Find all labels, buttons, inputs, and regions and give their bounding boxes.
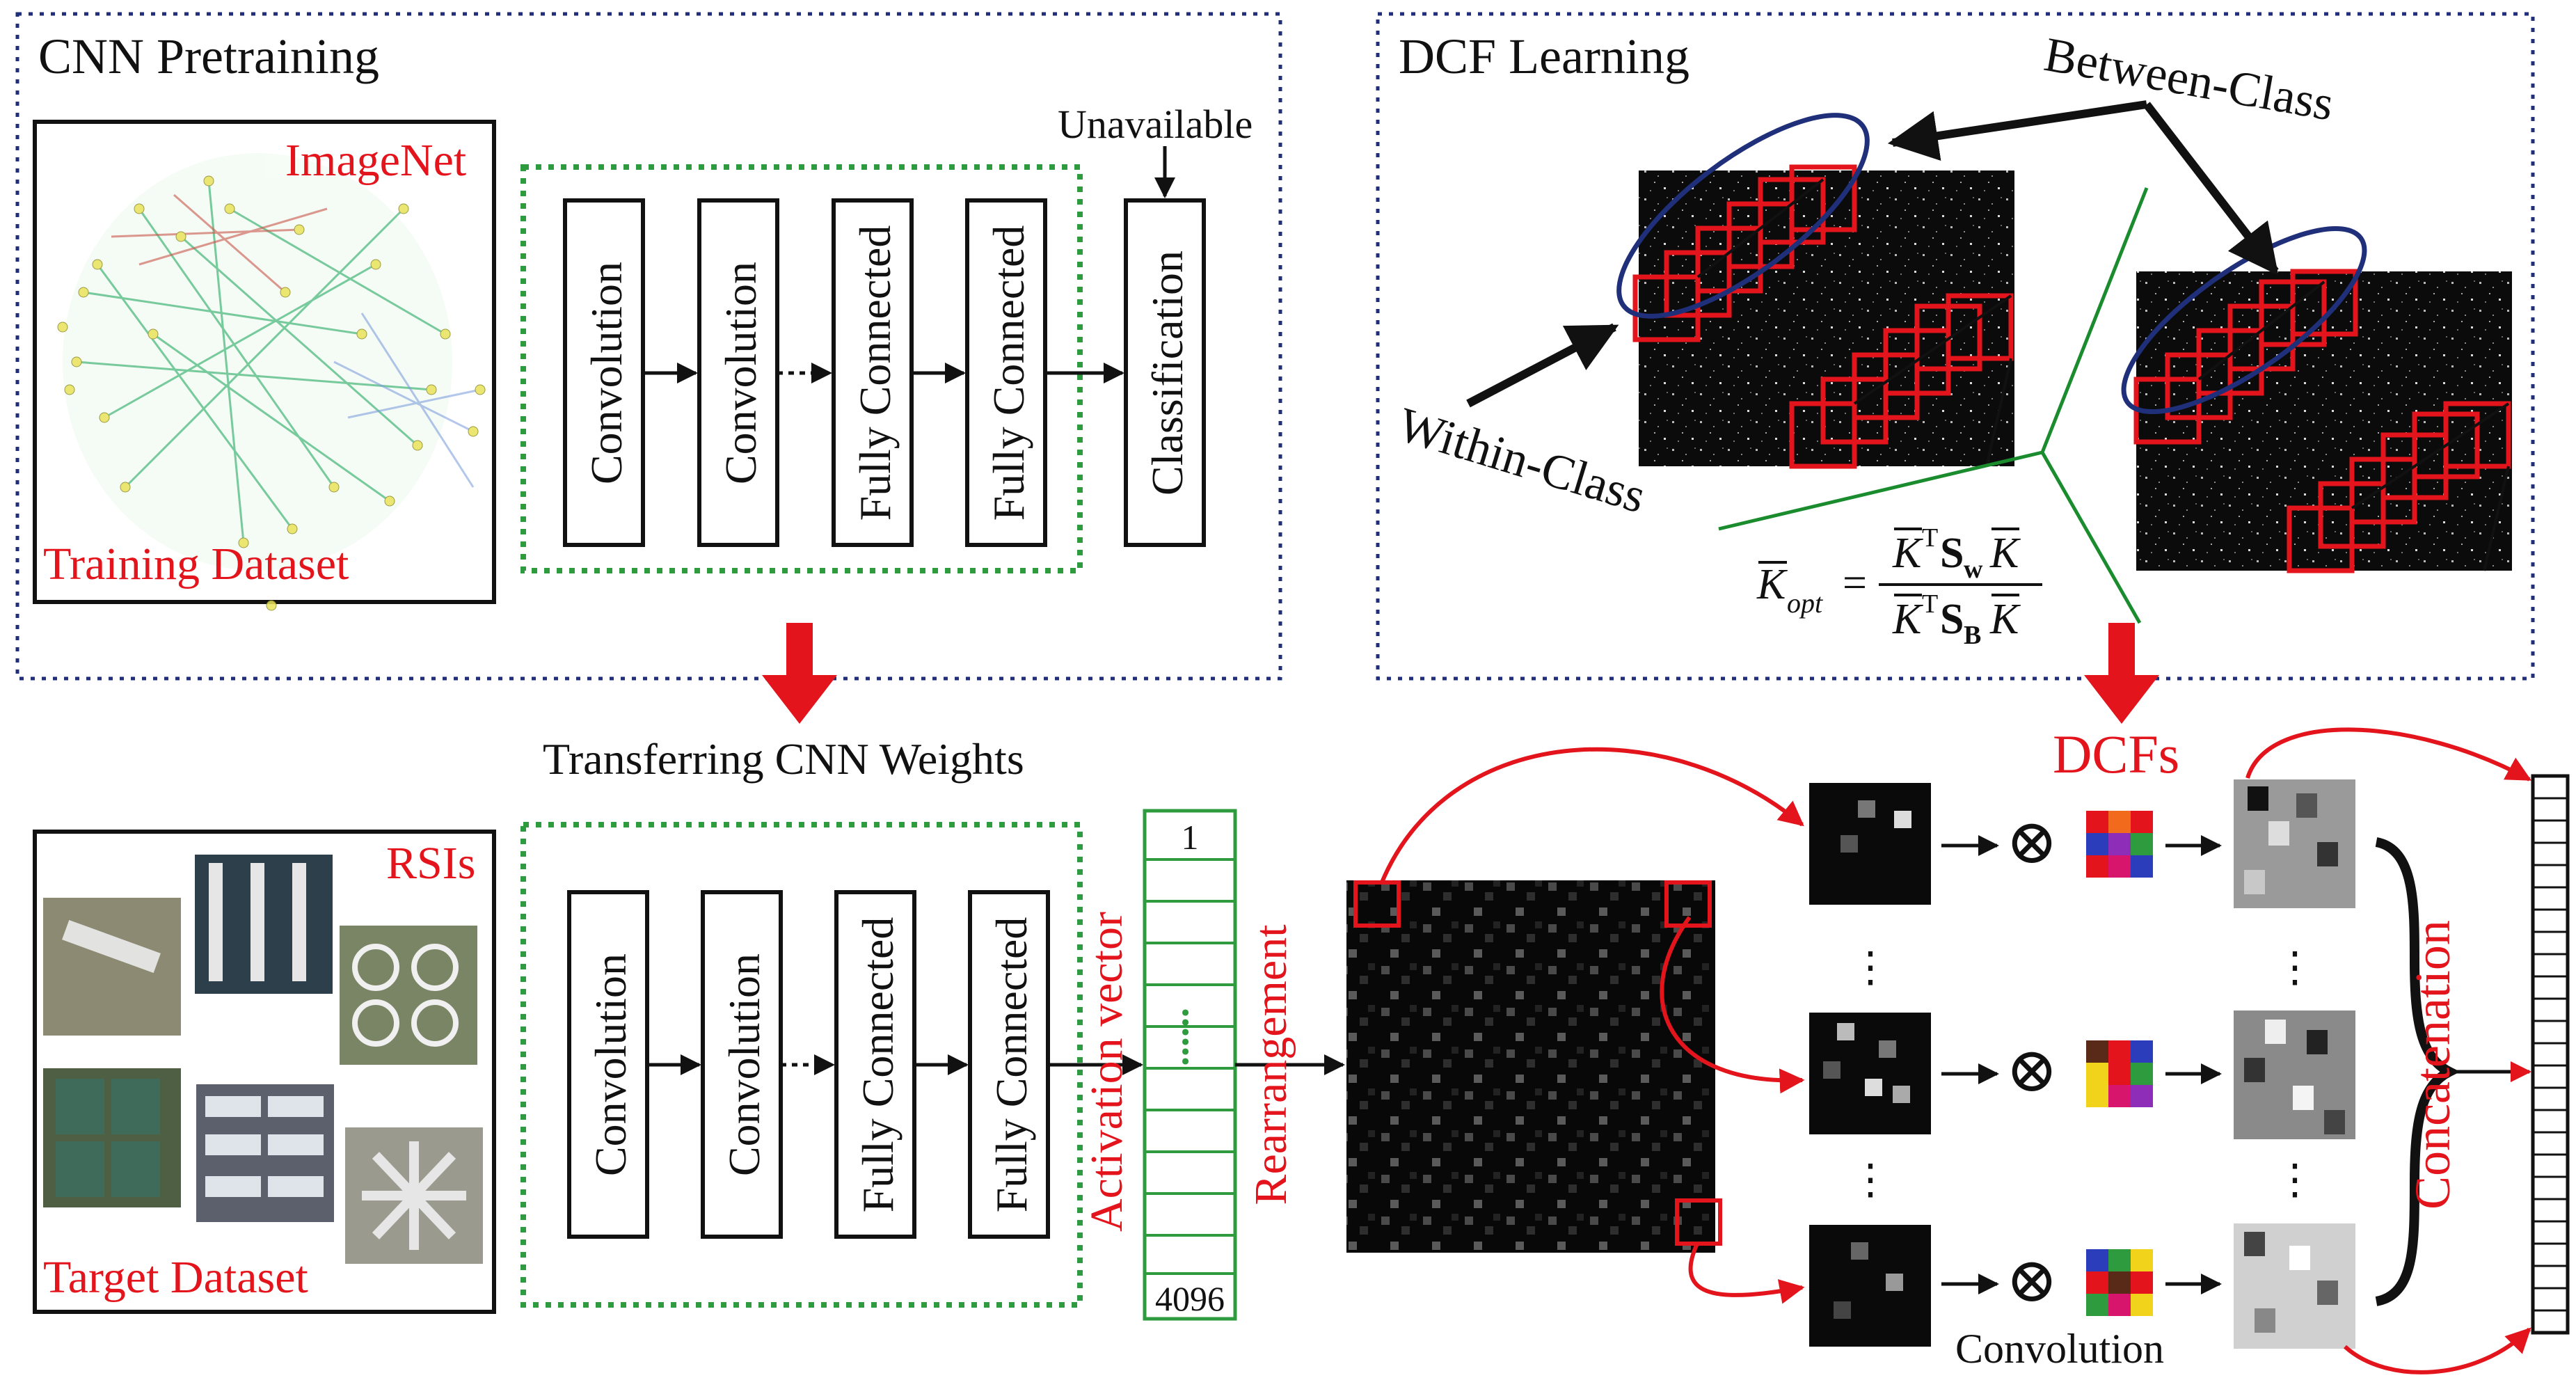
- svg-text:Fully Connected: Fully Connected: [850, 225, 900, 521]
- convolution-label: Convolution: [1955, 1326, 2164, 1372]
- transfer-layer-2: Convolution: [701, 890, 783, 1239]
- svg-text:=: =: [1843, 560, 1867, 607]
- svg-text:T: T: [1922, 589, 1938, 619]
- imagenet-label: ImageNet: [285, 135, 466, 186]
- svg-text:K: K: [1892, 530, 1924, 577]
- svg-text:Fully Connected: Fully Connected: [853, 917, 903, 1213]
- patch-1: [1809, 783, 1931, 905]
- svg-text:Convolution: Convolution: [719, 953, 769, 1176]
- activation-last-index: 4096: [1155, 1279, 1225, 1318]
- rearrangement-label: Rearrangement: [1246, 924, 1296, 1205]
- between-class-arrow-left: [1887, 100, 2147, 161]
- imagenet-box: ImageNet Training Dataset: [33, 120, 496, 611]
- rsis-label: RSIs: [386, 838, 475, 889]
- svg-text:K: K: [1989, 596, 2021, 643]
- dcfs-red-arrow: [2084, 623, 2159, 724]
- pretraining-layers-container: [520, 164, 1083, 573]
- dcf-learning-title: DCF Learning: [1399, 29, 1689, 84]
- vdots-output-2: ⋮: [2274, 1157, 2316, 1203]
- svg-text:w: w: [1964, 555, 1983, 584]
- pretrain-layer-3: Fully Connected: [832, 198, 914, 547]
- within-class-arrow: [1466, 323, 1619, 408]
- conv-output-3: [2234, 1223, 2355, 1349]
- svg-text:Convolution: Convolution: [586, 953, 635, 1176]
- classification-layer: Classification: [1124, 198, 1206, 547]
- transfer-layer-4: Fully Connected: [968, 890, 1050, 1239]
- vdots-patch-2: ⋮: [1850, 1157, 1891, 1203]
- between-class-arrow-right: [2143, 102, 2279, 276]
- svg-text:B: B: [1964, 621, 1981, 650]
- svg-text:Fully Connected: Fully Connected: [984, 225, 1033, 521]
- within-class-label: Within-Class: [1392, 398, 1651, 524]
- transfer-label: Transferring CNN Weights: [543, 734, 1024, 784]
- activation-dots: ......: [1174, 1008, 1217, 1066]
- concat-arrow-top: [2245, 727, 2532, 782]
- patch-arrow-1: [1379, 747, 1804, 885]
- dcf-filter-2: [2086, 1040, 2153, 1107]
- transfer-layers-container: [520, 822, 1083, 1308]
- svg-text:K: K: [1989, 530, 2021, 577]
- svg-text:Fully Connected: Fully Connected: [987, 917, 1036, 1213]
- pretrain-layer-1: Convolution: [563, 198, 645, 547]
- class-separator: [1718, 187, 2149, 624]
- conv-output-2: [2234, 1010, 2355, 1139]
- concat-arrow-bottom: [2343, 1327, 2531, 1374]
- imagenet-network-graphic: [57, 153, 486, 611]
- vdots-patch-1: ⋮: [1850, 944, 1891, 990]
- conv-output-1: [2234, 779, 2355, 908]
- svg-text:Convolution: Convolution: [582, 262, 631, 484]
- svg-text:S: S: [1940, 530, 1964, 577]
- dcf-learning-panel: [1376, 12, 2535, 681]
- activation-vector: 1 ...... 4096: [1143, 809, 1237, 1321]
- within-class-feature-map: [1616, 113, 2014, 469]
- vdots-output-1: ⋮: [2274, 944, 2316, 990]
- final-feature-vector: [2531, 774, 2570, 1335]
- patch-arrow-2: [1660, 916, 1805, 1094]
- pretrain-layer-2: Convolution: [697, 198, 779, 547]
- optimization-formula: K opt = K T S w K K T S B K: [1756, 523, 2042, 650]
- cnn-pretraining-title: CNN Pretraining: [38, 29, 379, 84]
- svg-text:T: T: [1922, 523, 1938, 553]
- svg-text:K: K: [1756, 561, 1788, 608]
- svg-text:S: S: [1940, 596, 1964, 643]
- unavailable-label: Unavailable: [1058, 102, 1253, 147]
- svg-text:opt: opt: [1787, 587, 1823, 619]
- otimes-2: ⊗: [2005, 1036, 2058, 1105]
- dcfs-label: DCFs: [2053, 724, 2179, 784]
- training-dataset-label: Training Dataset: [43, 539, 349, 589]
- svg-text:Convolution: Convolution: [716, 262, 765, 484]
- concatenation-label: Concatenation: [2405, 920, 2460, 1210]
- transfer-layer-1: Convolution: [567, 890, 649, 1239]
- transfer-layer-3: Fully Connected: [834, 890, 916, 1239]
- rsi-thumbnails: [43, 855, 483, 1264]
- cnn-pretraining-panel: [15, 12, 1282, 681]
- patch-arrow-3: [1688, 1241, 1805, 1304]
- target-dataset-label: Target Dataset: [43, 1252, 308, 1303]
- svg-text:Classification: Classification: [1143, 251, 1192, 496]
- otimes-1: ⊗: [2005, 808, 2058, 877]
- rearranged-feature-map: [1346, 880, 1722, 1253]
- svg-text:K: K: [1892, 596, 1924, 643]
- conv-row-1: ⊗: [1941, 808, 2222, 878]
- target-dataset-box: RSIs Target Dataset: [33, 830, 496, 1314]
- transfer-red-arrow: [762, 623, 837, 724]
- conv-row-2: ⊗: [1941, 1036, 2222, 1107]
- dcf-filter-3: [2086, 1249, 2153, 1316]
- pretrain-layer-4: Fully Connected: [965, 198, 1047, 547]
- between-class-feature-map: [2121, 225, 2512, 573]
- activation-vector-label: Activation vector: [1081, 912, 1132, 1232]
- dcf-filter-1: [2086, 811, 2153, 878]
- patch-2: [1809, 1013, 1931, 1134]
- patch-3: [1809, 1225, 1931, 1347]
- otimes-3: ⊗: [2005, 1246, 2058, 1315]
- activation-first-index: 1: [1182, 818, 1199, 857]
- conv-row-3: ⊗: [1941, 1246, 2222, 1316]
